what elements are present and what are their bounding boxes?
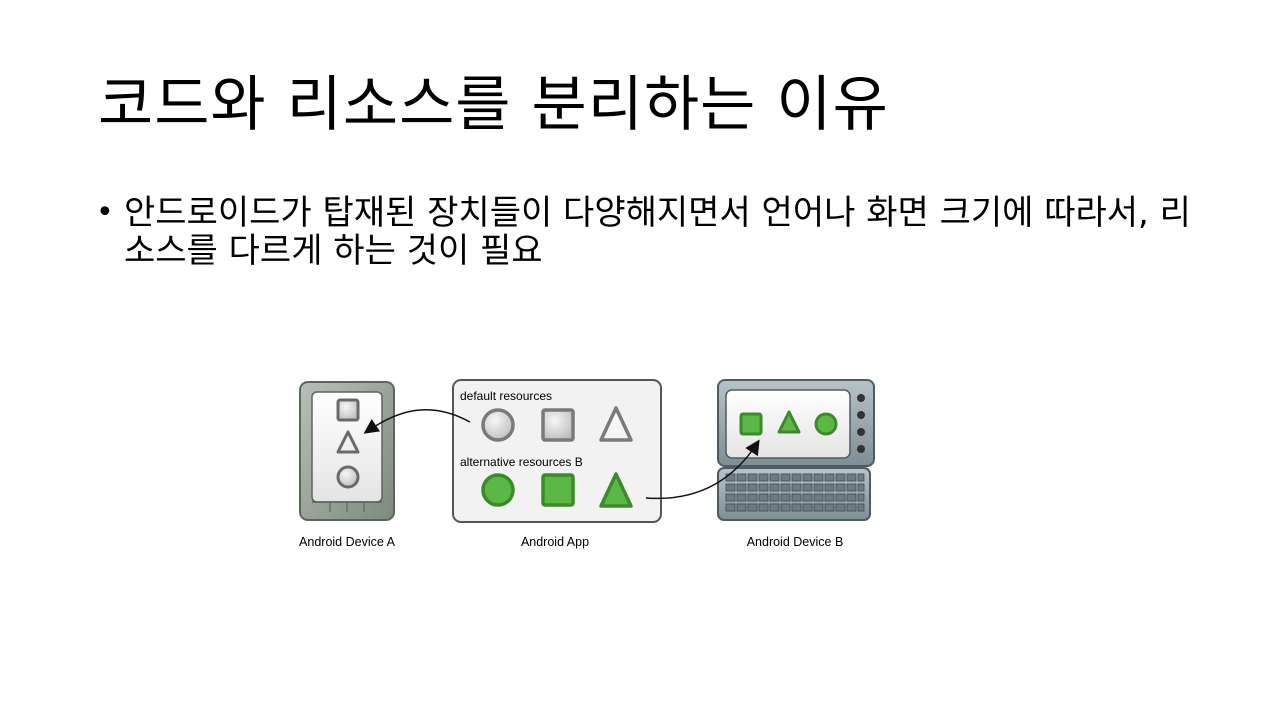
device-b-circle-icon — [814, 412, 838, 436]
default-resources-label: default resources — [460, 389, 552, 403]
alternative-circle-icon — [481, 473, 515, 507]
device-a-label: Android Device A — [299, 535, 396, 549]
arrow-default-to-device-a — [363, 408, 471, 434]
resource-diagram: default resources alternative resources … — [280, 370, 880, 560]
alternative-square-icon — [541, 473, 575, 507]
android-device-b — [717, 379, 875, 521]
device-b-square-icon — [739, 412, 763, 436]
slide-title: 코드와 리소스를 분리하는 이유 — [98, 70, 889, 140]
device-b-triangle-icon — [777, 410, 801, 434]
bullet-dot-icon: • — [96, 195, 114, 230]
device-a-circle-icon — [336, 465, 360, 489]
default-circle-icon — [481, 408, 515, 442]
device-a-square-icon — [336, 398, 360, 422]
alternative-resources-label: alternative resources B — [460, 455, 583, 469]
default-square-icon — [541, 408, 575, 442]
android-app-label: Android App — [521, 535, 589, 549]
android-device-a — [299, 381, 395, 521]
android-app-panel: default resources alternative resources … — [452, 379, 662, 523]
bullet-list: • 안드로이드가 탑재된 장치들이 다양해지면서 언어나 화면 크기에 따라서,… — [96, 194, 1196, 270]
default-triangle-icon — [599, 406, 633, 442]
resource-diagram-svg: default resources alternative resources … — [299, 379, 875, 549]
bullet-text: 안드로이드가 탑재된 장치들이 다양해지면서 언어나 화면 크기에 따라서, 리… — [124, 193, 1191, 271]
keyboard-keys — [725, 473, 865, 512]
alternative-triangle-icon — [599, 472, 633, 508]
arrow-alternative-to-device-b — [645, 439, 760, 500]
device-b-label: Android Device B — [747, 535, 844, 549]
device-a-triangle-icon — [336, 430, 360, 454]
bullet-item: • 안드로이드가 탑재된 장치들이 다양해지면서 언어나 화면 크기에 따라서,… — [96, 194, 1196, 270]
